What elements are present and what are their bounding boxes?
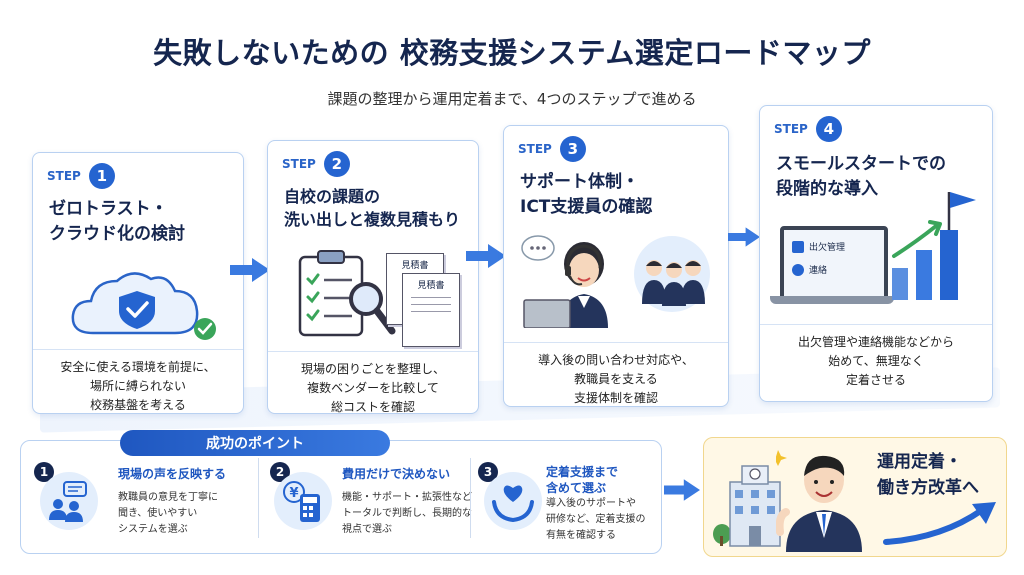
point-body: 導入後のサポートや研修など、定着支援の有無を確認する xyxy=(546,498,646,541)
step-title: 自校の課題の洗い出しと複数見積もり xyxy=(284,187,461,230)
school-building-icon xyxy=(713,465,781,547)
estimate-document-front: 見積書 xyxy=(402,273,460,347)
people-chat-icon xyxy=(49,481,87,522)
arrow-right-icon xyxy=(728,227,760,247)
growth-bar-chart-icon xyxy=(892,192,976,300)
step-4-card: STEP 4 スモールスタートでの段階的な導入 出欠管理 連絡 出欠管理や連絡機… xyxy=(759,105,993,402)
point-title: 現場の声を反映する xyxy=(118,467,227,481)
step-label: STEP xyxy=(47,169,81,183)
upward-arrow-icon xyxy=(883,502,996,545)
step-description: 安全に使える環境を前提に、場所に縛られない校務基盤を考える xyxy=(33,349,243,416)
success-points-heading: 成功のポイント xyxy=(120,430,390,456)
laptop-screen: 出欠管理 連絡 xyxy=(780,226,888,300)
arrow-right-icon xyxy=(230,258,270,282)
calculator-yen-icon: ¥ xyxy=(283,481,320,522)
step-description: 出欠管理や連絡機能などから始めて、無理なく定着させる xyxy=(760,324,992,391)
divider xyxy=(470,458,471,538)
step-number-badge: 1 xyxy=(88,163,115,189)
businessman-icon xyxy=(776,450,862,552)
step-description: 導入後の問い合わせ対応や、教職員を支える支援体制を確認 xyxy=(504,342,728,409)
step-number-badge: 3 xyxy=(559,136,586,162)
chat-bubble-icon xyxy=(792,263,804,276)
step-3-card: STEP 3 サポート体制・ICT支援員の確認 導入後の問い合わせ対応や、教職員… xyxy=(503,125,729,407)
step-title: ゼロトラスト・クラウド化の検討 xyxy=(49,199,185,244)
clipboard-checklist-icon xyxy=(298,250,364,337)
magnifier-icon xyxy=(349,282,396,335)
user-icon xyxy=(792,240,804,253)
step-2-card: STEP 2 自校の課題の洗い出しと複数見積もり 見積書 見積書 現場の困りごと… xyxy=(267,140,479,414)
step-description: 現場の困りごとを整理し、複数ベンダーを比較して総コストを確認 xyxy=(268,351,478,418)
laptop-base xyxy=(770,296,894,304)
point-title: 費用だけで決めない xyxy=(342,467,451,481)
step-label: STEP xyxy=(282,157,316,171)
step-number-badge: 2 xyxy=(323,151,350,177)
page-title: 失敗しないための 校務支援システム選定ロードマップ xyxy=(153,36,871,70)
step-1-card: STEP 1 ゼロトラスト・クラウド化の検討 安全に使える環境を前提に、場所に縛… xyxy=(32,152,244,414)
divider xyxy=(258,458,259,538)
point-body: 教職員の意見を丁寧に聞き、使いやすいシステムを選ぶ xyxy=(118,492,218,535)
step-title: サポート体制・ICT支援員の確認 xyxy=(520,172,653,217)
point-number-badge: 1 xyxy=(34,462,54,482)
goal-text: 運用定着・働き方改革へ xyxy=(877,452,979,498)
support-operator-icon xyxy=(521,235,608,328)
step-number-badge: 4 xyxy=(815,116,842,142)
step-label: STEP xyxy=(518,142,552,156)
svg-text:¥: ¥ xyxy=(289,486,298,501)
heart-hands-icon xyxy=(492,485,534,523)
page-subtitle: 課題の整理から運用定着まで、4つのステップで進める xyxy=(327,90,697,108)
staff-team-icon xyxy=(634,236,710,312)
point-title: 定着支援まで含めて選ぶ xyxy=(546,465,619,496)
step-title: スモールスタートでの段階的な導入 xyxy=(776,154,946,199)
point-body: 機能・サポート・拡張性などトータルで判断し、長期的な視点で選ぶ xyxy=(342,492,472,535)
cloud-shield-icon xyxy=(71,272,216,340)
arrow-right-icon xyxy=(664,479,700,501)
arrow-right-icon xyxy=(466,244,506,268)
step-label: STEP xyxy=(774,122,808,136)
point-number-badge: 3 xyxy=(478,462,498,482)
success-points-panel xyxy=(20,440,662,554)
